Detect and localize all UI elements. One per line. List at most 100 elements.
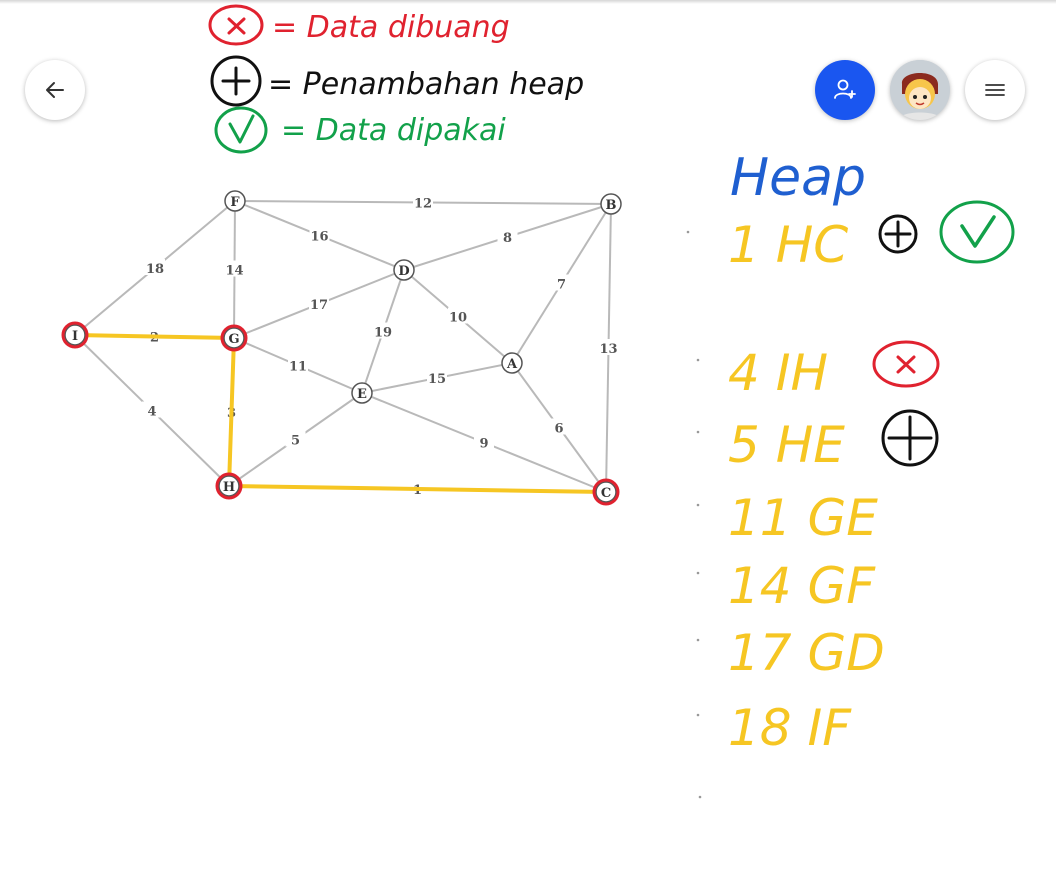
heap-entry: 4 IH	[696, 344, 828, 402]
bullet-dot	[696, 358, 700, 362]
arrow-left-icon	[46, 82, 64, 98]
edge-weight-DG: 17	[310, 298, 328, 313]
edge-weight-bg	[497, 228, 518, 244]
edge-weight-bg	[145, 259, 165, 275]
node-G	[223, 327, 245, 349]
edge-weight-bg	[309, 295, 329, 311]
bullet-dot	[696, 430, 700, 434]
heap-entry: 1 HC	[686, 216, 848, 274]
node-label-F: F	[230, 195, 240, 210]
legend-text-heap-add: = Penambahan heap	[268, 67, 584, 102]
legend: = Data dibuang = Penambahan heap = Data …	[208, 4, 584, 154]
node-A	[501, 352, 523, 374]
edge-weight-EC: 9	[479, 437, 488, 452]
graph-diagram: 12161814817191071324113155961FBDIGAEHC	[61, 190, 622, 506]
heap-entry-text: 18 IF	[728, 699, 852, 757]
avatar-image	[890, 60, 950, 120]
edge-weight-DA: 10	[449, 311, 467, 326]
edge-weight-bg	[551, 274, 572, 291]
plus-mark-icon	[884, 220, 912, 248]
plus-circle-icon	[878, 214, 918, 254]
highlight-edge-IG	[73, 333, 236, 340]
bullet-dot	[686, 230, 690, 234]
heap-entry-text: 14 GF	[728, 557, 876, 615]
edge-weight-bg	[142, 401, 162, 418]
edge-weight-bg	[549, 418, 569, 435]
menu-button[interactable]	[965, 60, 1025, 120]
bullet-dot	[696, 571, 700, 575]
heap-entry-text: 11 GE	[728, 489, 878, 547]
edge-weight-bg	[373, 322, 393, 339]
edge-weight-bg	[309, 226, 330, 243]
node-E	[351, 382, 373, 404]
edge-weight-bg	[224, 260, 245, 277]
back-button[interactable]	[25, 60, 85, 120]
check-circle-icon	[939, 200, 1015, 264]
graph-edges	[74, 200, 612, 493]
node-I	[64, 324, 86, 346]
edge-weight-bg	[413, 193, 433, 210]
graph-edge-weights: 12161814817191071324113155961	[142, 193, 619, 498]
circled-node-H	[215, 472, 243, 500]
edge-weight-DE: 19	[374, 326, 392, 341]
edge-weight-FG: 14	[225, 264, 243, 279]
plus-mark-icon	[887, 415, 933, 461]
node-label-B: B	[606, 198, 617, 213]
heap-entry: 11 GE	[696, 489, 878, 547]
node-C	[595, 481, 617, 503]
heap-marks	[698, 200, 1015, 799]
add-person-icon	[834, 79, 856, 99]
edge-weight-IH: 4	[147, 405, 156, 420]
node-label-D: D	[398, 264, 409, 279]
node-H	[218, 475, 240, 497]
heap-entry-text: 4 IH	[728, 344, 828, 402]
edge-weight-AC: 6	[554, 422, 563, 437]
top-shadow	[0, 0, 1056, 4]
node-label-H: H	[223, 480, 235, 495]
legend-plus-circle-icon	[210, 55, 262, 107]
legend-item-discarded: = Data dibuang	[208, 4, 510, 46]
heap-entry-text: 1 HC	[728, 216, 848, 274]
hamburger-menu-icon	[985, 84, 1005, 96]
invite-user-button[interactable]	[815, 60, 875, 120]
highlight-edge-GH	[227, 336, 236, 488]
edge-weight-FD: 16	[310, 230, 328, 245]
x-mark-icon	[896, 355, 916, 374]
user-avatar[interactable]	[890, 60, 950, 120]
graph-highlighted-path	[73, 333, 608, 494]
legend-x-mark-icon	[227, 17, 246, 35]
node-label-I: I	[72, 329, 78, 344]
bullet-dot	[696, 503, 700, 507]
edge-weight-bg	[427, 369, 447, 385]
bullet-dot	[696, 713, 700, 717]
heap-entry: 14 GF	[696, 557, 876, 615]
bullet-dot	[698, 795, 702, 799]
edge-weight-GE: 11	[289, 360, 307, 375]
node-label-G: G	[228, 332, 239, 347]
plus-circle-icon	[881, 409, 939, 467]
legend-item-used: = Data dipakai	[214, 106, 506, 154]
edge-weight-EA: 15	[428, 372, 446, 387]
edge-weight-bg	[448, 307, 468, 324]
x-circle-icon	[872, 340, 940, 388]
circled-node-C	[592, 478, 620, 506]
node-label-E: E	[357, 387, 367, 402]
edge-weight-FI: 18	[146, 262, 164, 277]
circled-node-G	[220, 324, 248, 352]
legend-check-circle-icon	[214, 106, 268, 154]
legend-x-circle-icon	[208, 4, 264, 46]
legend-item-heap-add: = Penambahan heap	[210, 55, 584, 107]
heap-entry-text: 5 HE	[728, 416, 845, 474]
heap-entry: 18 IF	[696, 699, 852, 757]
edge-weight-BC: 13	[599, 342, 617, 357]
legend-text-discarded: = Data dibuang	[272, 10, 510, 45]
edge-weight-EH: 5	[291, 434, 300, 449]
circled-node-I	[61, 321, 89, 349]
edge-weight-FB: 12	[414, 197, 432, 212]
edge-weight-DB: 8	[503, 231, 512, 246]
legend-plus-mark-icon	[221, 66, 251, 96]
bullet-dot	[696, 638, 700, 642]
check-mark-icon	[960, 215, 996, 248]
